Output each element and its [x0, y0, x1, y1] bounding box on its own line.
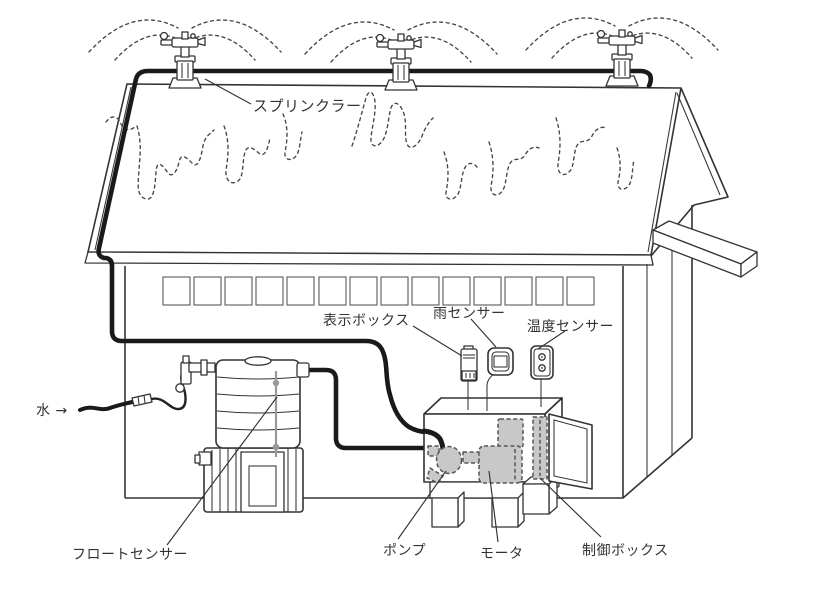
float-sensor-probe: [272, 371, 280, 457]
house-structure: [84, 83, 758, 499]
leader-sprinkler: [204, 78, 252, 105]
display-box-device: [460, 345, 478, 382]
pump-feet: [431, 476, 558, 528]
sprinkler-1: [159, 31, 206, 89]
label-motor: モータ: [480, 546, 524, 562]
roof-water-streams: [105, 91, 635, 200]
tank-to-pump-pipe: [296, 367, 429, 451]
leader-rain-sensor: [470, 318, 497, 348]
label-float-sensor: フロートセンサー: [72, 547, 188, 563]
leader-display-box: [412, 325, 463, 357]
label-water-inlet: 水 →: [36, 403, 68, 419]
temp-sensor-device: [530, 345, 554, 380]
leader-temp-sensor: [537, 330, 566, 350]
leader-motor: [488, 470, 499, 543]
label-display-box: 表示ボックス: [323, 313, 410, 329]
valve-knob: [175, 383, 185, 393]
leader-float-sensor: [166, 396, 278, 546]
sprinkler-2: [375, 33, 422, 91]
pump-unit: [421, 397, 593, 528]
water-hose: [78, 355, 216, 412]
tank-base: [203, 447, 304, 513]
label-sprinkler: スプリンクラー: [253, 97, 362, 115]
pump-shape: [435, 445, 463, 475]
tank-cap: [244, 356, 272, 366]
rain-sensor-device: [487, 347, 514, 376]
tank-body: [215, 359, 301, 449]
leader-pump: [397, 470, 447, 540]
label-temp-sensor: 温度センサー: [527, 319, 614, 335]
pump-inlet-shape: [427, 445, 440, 457]
gable-beam: [652, 220, 758, 278]
label-pump: ポンプ: [383, 543, 427, 559]
junction-shape: [497, 418, 524, 448]
main-supply-pipe: [96, 68, 654, 435]
water-tank: [194, 356, 310, 513]
label-rain-sensor: 雨センサー: [433, 306, 506, 322]
leader-control-box: [539, 477, 602, 538]
window-row: [162, 276, 595, 306]
tank-outlet: [296, 362, 310, 378]
coupling-shape: [462, 451, 481, 464]
leader-lines: [166, 78, 602, 546]
tank-spigot: [198, 451, 212, 466]
control-box-door: [548, 413, 593, 490]
sprinkler-3: [596, 29, 643, 87]
label-control-box: 制御ボックス: [582, 543, 669, 559]
